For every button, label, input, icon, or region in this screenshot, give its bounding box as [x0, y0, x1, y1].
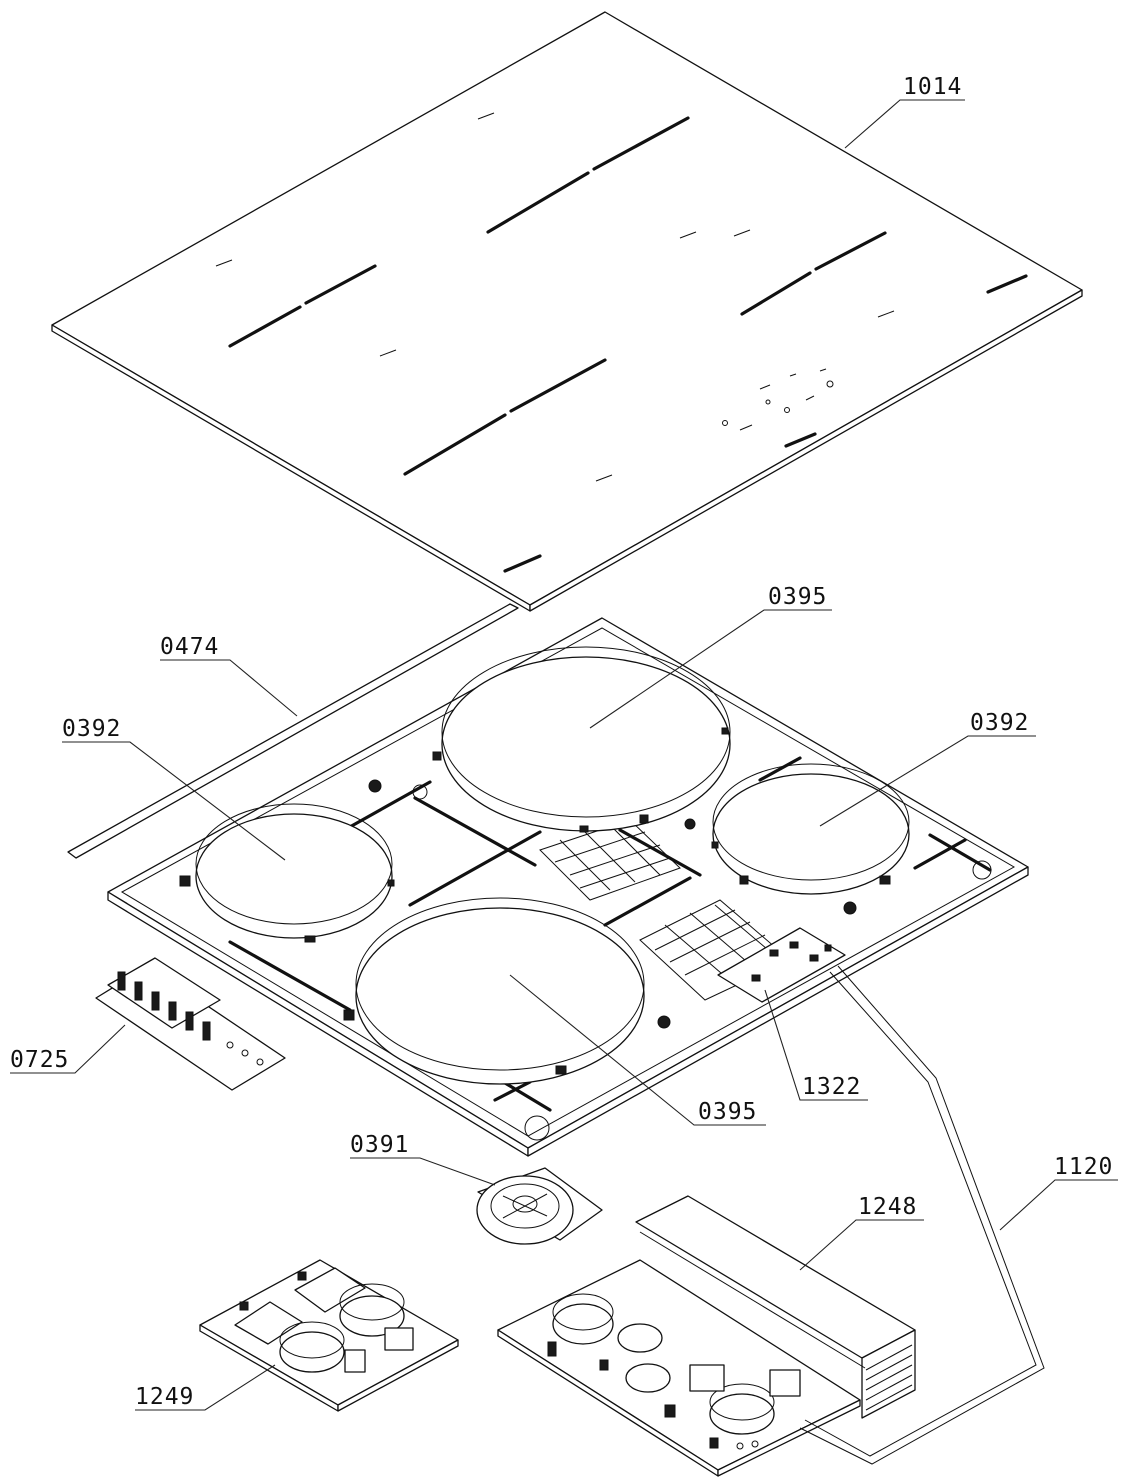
- callout-0395-bottom: 0395: [698, 1099, 757, 1125]
- terminal-block: [95, 957, 286, 1091]
- callout-0725: 0725: [10, 1047, 69, 1073]
- callout-1322: 1322: [802, 1074, 861, 1100]
- callout-0391: 0391: [350, 1132, 409, 1158]
- callout-1248: 1248: [858, 1194, 917, 1220]
- callout-1120: 1120: [1054, 1154, 1113, 1180]
- callout-0392-right: 0392: [970, 710, 1029, 736]
- ribbon-cable: [799, 965, 1045, 1465]
- seal-strip: [67, 603, 519, 859]
- callout-0392-left: 0392: [62, 716, 121, 742]
- heating-coil-large-bottom: [343, 897, 645, 1085]
- heating-coil-large-top: [432, 646, 731, 833]
- cooling-fan: [476, 1167, 603, 1245]
- callout-0474: 0474: [160, 634, 219, 660]
- callout-1014: 1014: [903, 74, 962, 100]
- callout-1249: 1249: [135, 1384, 194, 1410]
- heating-coil-small-right: [711, 763, 910, 895]
- glass-top-plate: [51, 11, 1083, 612]
- filter-board: [199, 1259, 459, 1412]
- callouts: 1014 0395 0474 0392 0392 0725 1322 0395 …: [10, 74, 1118, 1411]
- power-board: [497, 1195, 916, 1477]
- heating-coil-small-left: [179, 803, 395, 943]
- callout-0395-top: 0395: [768, 584, 827, 610]
- base-tray: [107, 617, 1029, 1157]
